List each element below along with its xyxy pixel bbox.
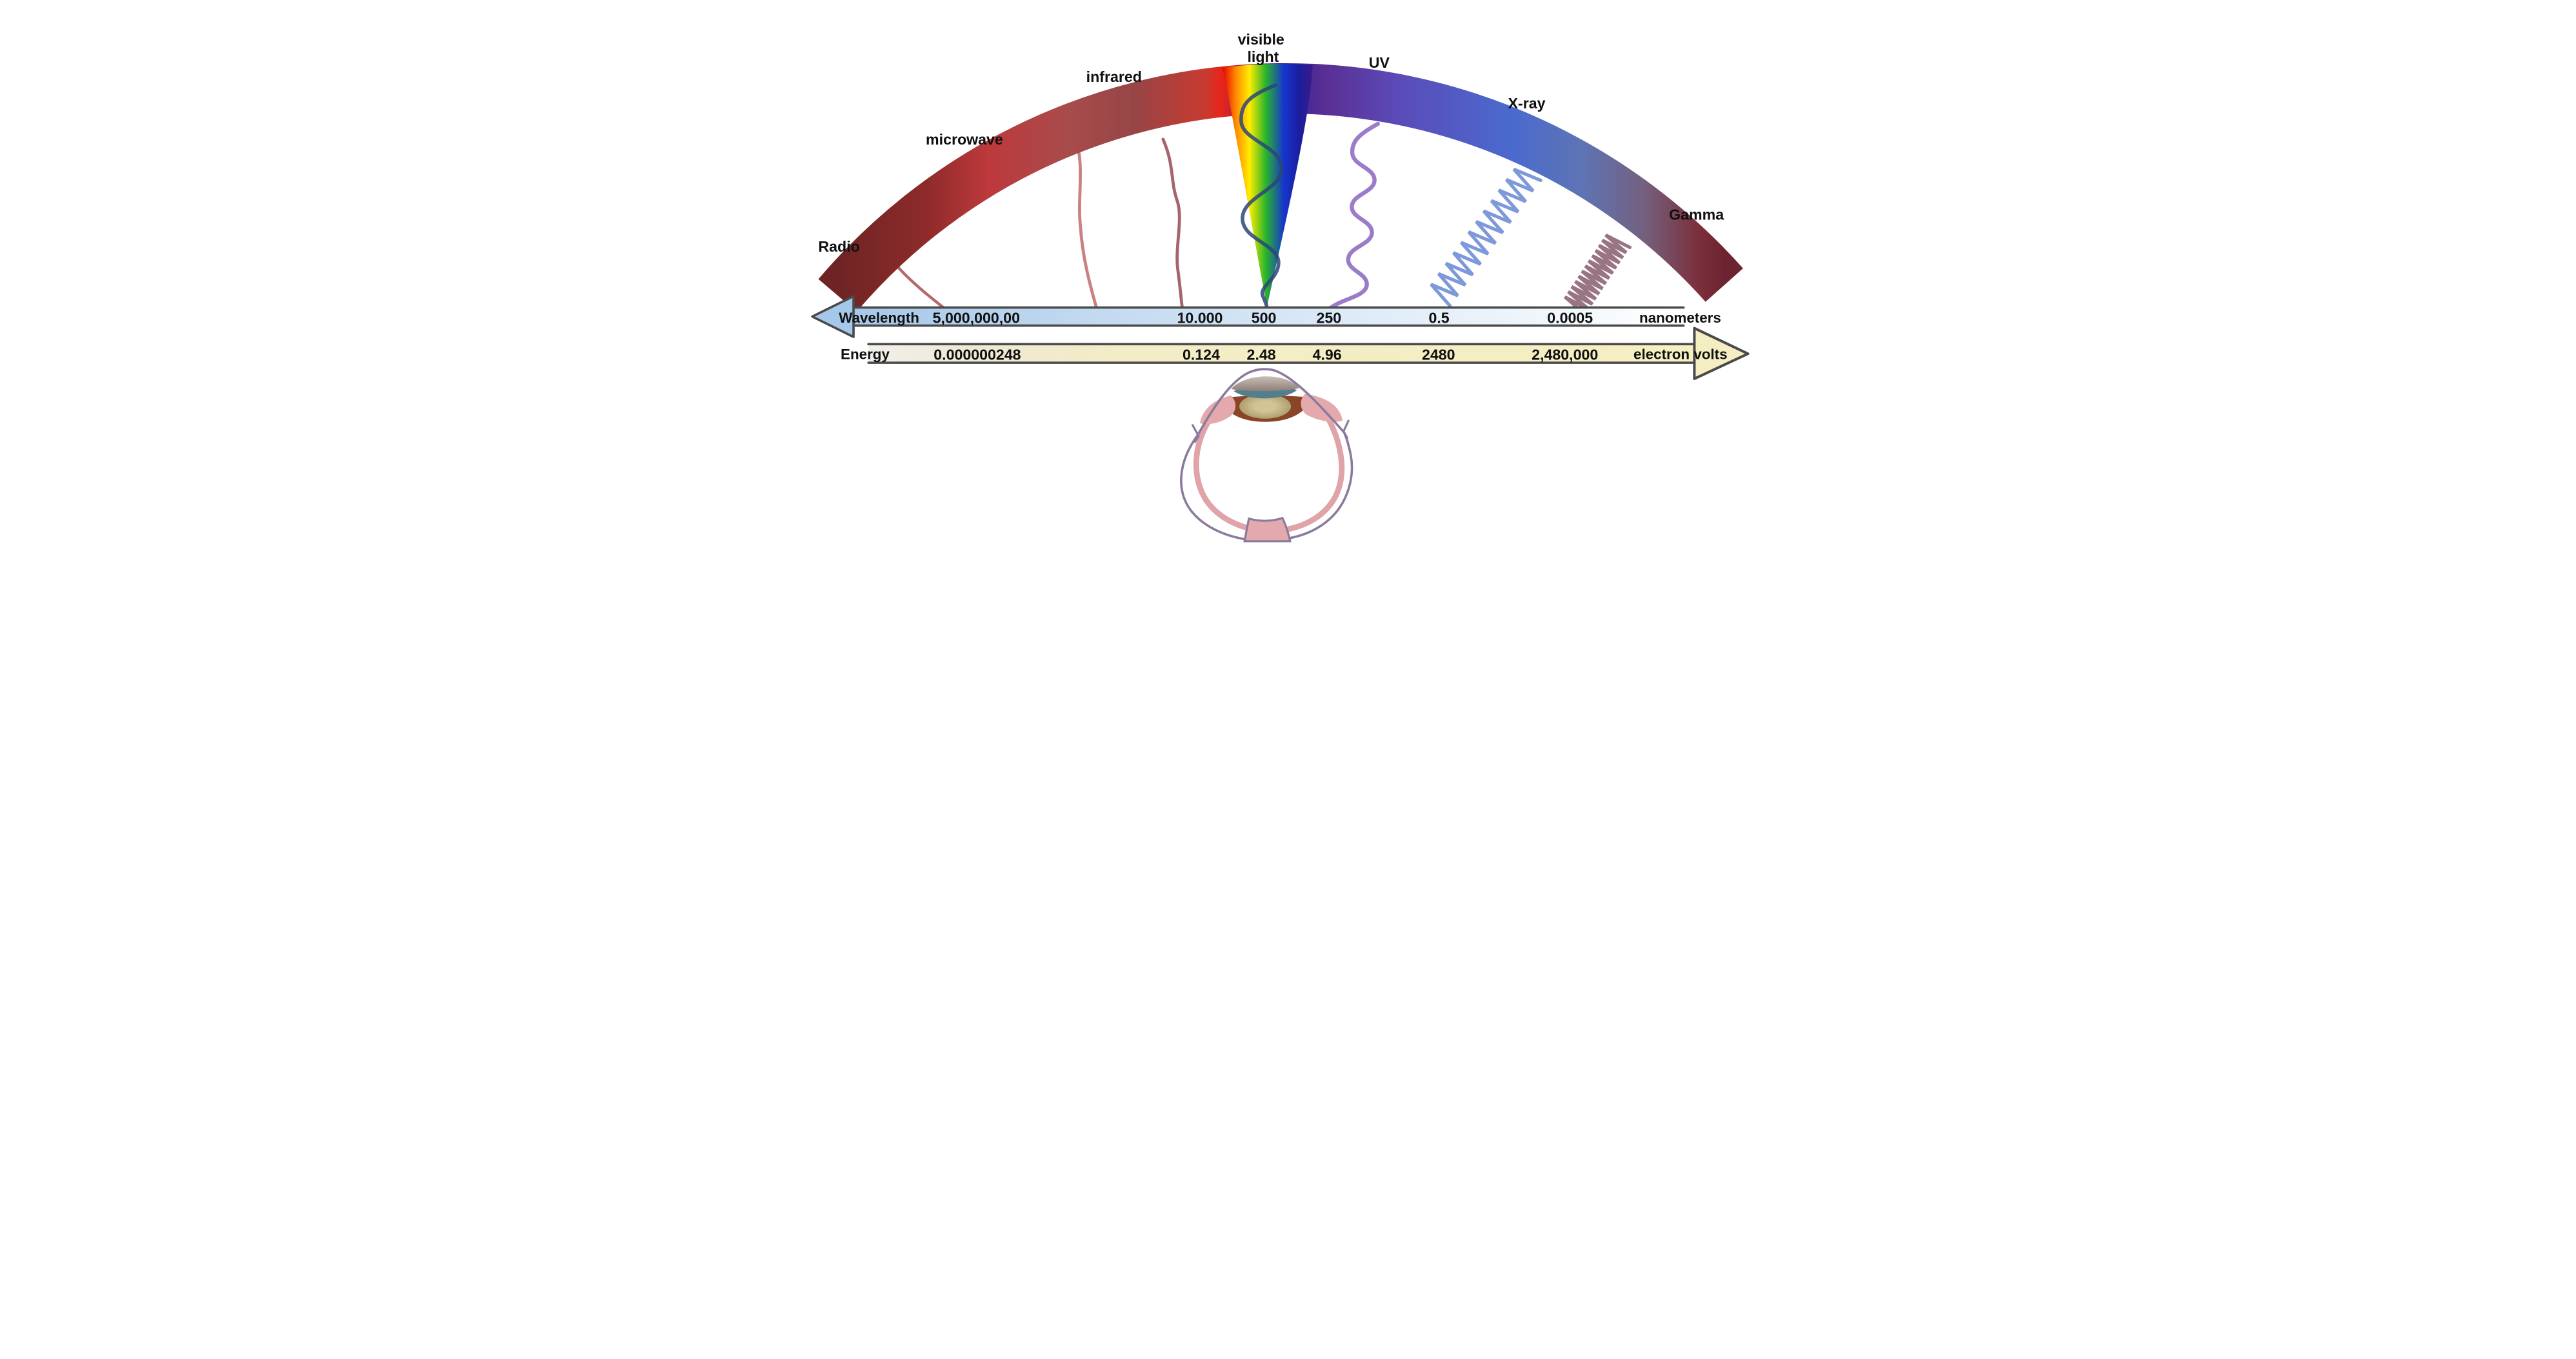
wavelength-value: 250 (1317, 310, 1342, 327)
eye-canthus-tick-right (1342, 419, 1350, 439)
xray-wave (1430, 167, 1543, 308)
energy-value: 2,480,000 (1532, 346, 1598, 363)
diagram-canvas: Wavelength 5,000,000,00 10.000 500 250 0… (773, 0, 1803, 543)
wavelength-value: 0.5 (1428, 310, 1449, 327)
wavelength-value: 10.000 (1177, 310, 1223, 327)
wavelength-value: 0.0005 (1547, 310, 1593, 327)
gamma-wave (1564, 233, 1632, 316)
energy-arrow-body (868, 345, 1696, 363)
wavelength-unit: nanometers (1639, 310, 1721, 326)
eye-retina-ring (1193, 410, 1345, 534)
eye-optic-nerve (1243, 516, 1292, 543)
microwave-wave (1072, 132, 1098, 309)
visible-light-cone (1222, 64, 1313, 307)
energy-value: 2.48 (1247, 346, 1276, 363)
wavelength-value: 500 (1252, 310, 1277, 327)
wavelength-arrow: Wavelength 5,000,000,00 10.000 500 250 0… (811, 295, 1721, 338)
band-label-radio: Radio (818, 238, 859, 255)
energy-value: 0.000000248 (934, 346, 1021, 363)
eye-canthus-tick-left (1191, 423, 1200, 443)
band-label-infrared: infrared (1086, 68, 1142, 85)
uv-wave (1326, 121, 1381, 312)
energy-arrowhead (1693, 327, 1750, 380)
band-label-visible-line1: visible (1238, 31, 1284, 48)
wavelength-arrow-body (850, 308, 1684, 325)
band-label-gamma: Gamma (1669, 206, 1724, 223)
eye-lens (1239, 394, 1292, 419)
band-label-microwave: microwave (926, 131, 1003, 148)
energy-arrow: Energy 0.000000248 0.124 2.48 4.96 2480 … (841, 327, 1750, 380)
infrared-wave (1161, 137, 1184, 309)
visible-light-wave (1239, 83, 1284, 308)
eye-ciliary-left (1199, 395, 1236, 425)
energy-unit: electron volts (1633, 347, 1727, 363)
wavelength-arrowhead (811, 295, 855, 338)
wavelength-value: 5,000,000,00 (933, 310, 1020, 327)
eye-cornea (1231, 376, 1299, 392)
band-label-uv: UV (1369, 54, 1390, 71)
energy-value: 2480 (1422, 346, 1455, 363)
energy-value: 0.124 (1183, 346, 1220, 363)
band-label-visible-line2: light (1247, 48, 1279, 65)
energy-value: 4.96 (1313, 346, 1342, 363)
em-spectrum-diagram: Wavelength 5,000,000,00 10.000 500 250 0… (811, 31, 1750, 543)
band-label-xray: X-ray (1508, 95, 1546, 112)
energy-label: Energy (841, 347, 890, 363)
eye-illustration (1180, 368, 1353, 543)
eye-sclera-top-outline (1197, 368, 1345, 436)
wavelength-label: Wavelength (839, 310, 919, 326)
